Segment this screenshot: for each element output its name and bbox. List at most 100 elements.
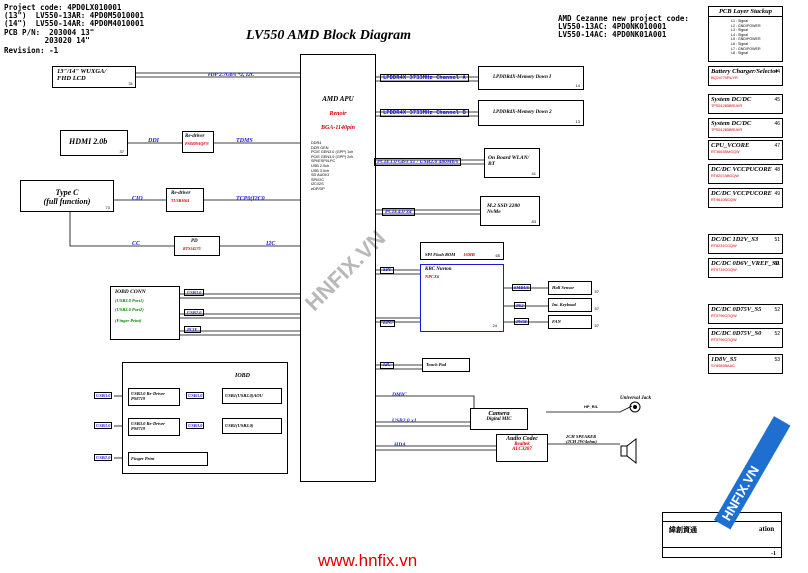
stackup-layer: L5 : GND/POWER xyxy=(731,37,761,42)
dmic-label: Digital MIC xyxy=(486,417,512,422)
project-line-14: (14") LV550-14AR: 4PD0M4010001 xyxy=(4,19,144,28)
lpc-signal: LPC xyxy=(380,320,396,327)
ddi-signal: DDI xyxy=(148,138,160,144)
iobd-conn-label: IOBD CONN xyxy=(115,289,146,295)
pd-part: RTS5457U xyxy=(183,246,202,251)
spi-signal: SPI xyxy=(380,267,394,274)
camera-label: Camera xyxy=(488,410,510,417)
typec-redriver-label: Re-driver xyxy=(171,191,191,196)
stackup-layer: L3 : Signal xyxy=(731,28,748,33)
io-in1-signal: USB3.0 xyxy=(94,392,113,399)
power-title: DC/DC 0D75V_S5 xyxy=(711,306,762,313)
hp-signal: HP_R/L xyxy=(584,404,599,409)
apu-feature: SPI/ESPI/LPC xyxy=(311,159,336,164)
iobd-conn-item-3: (Finger Print) xyxy=(115,318,142,323)
iobd-redriver2-block: USB3.0 Re-Driver PS8719 xyxy=(128,418,180,436)
hdmi-block: HDMI 2.0b 37 xyxy=(60,130,128,156)
codec-label: Audio Codec xyxy=(506,436,538,442)
apu-feature: PCIE GEN3.0 (GPP) 2ch xyxy=(311,154,354,159)
wlan-block: On Board WLAN/ BT 41 xyxy=(484,148,540,178)
amd-project-line3: LV550-14AC: 4PD0NK01A001 xyxy=(558,30,667,39)
ssd-label: M.2 SSD 2280 NvMe xyxy=(487,203,520,215)
apu-feature: DDR GEN xyxy=(311,145,329,150)
company-name: 緯創資通 xyxy=(669,526,697,534)
hda-signal: HDA xyxy=(394,442,406,448)
io-in3-signal: USB2.0 xyxy=(94,454,113,461)
spi-rom-label: SPI Flash ROM xyxy=(425,252,456,257)
mem-a-block: LPDDR4X-Memory Down I 14 xyxy=(478,66,584,90)
apu-feature: I2C/I2S xyxy=(311,182,324,187)
power-part: TPS51285BRUKR xyxy=(711,128,743,132)
i2c-tp-signal: I2C xyxy=(380,362,394,369)
tcp-signal: TCP0(I2C0 xyxy=(236,196,265,202)
io-usb1-signal: USB3.0 xyxy=(186,392,205,399)
codec-vendor: Realtek xyxy=(514,442,530,447)
hdmi-redriver-block: Re-driver PS8409AQFN xyxy=(182,131,214,153)
power-title: CPU_VCORE xyxy=(711,142,750,149)
power-page-num: 48 xyxy=(774,167,780,173)
mem-b-block: LPDDR4X-Memory Down 2 13 xyxy=(478,100,584,126)
typec-redriver-block: Re-driver TUSB1064 xyxy=(166,188,204,212)
stackup-layer: L1 : Signal xyxy=(731,19,748,23)
stackup-layer: L4 : Signal xyxy=(731,32,748,37)
iobd-port2-block: USB1(USB3.0) xyxy=(222,418,282,434)
touchpad-label: Touch Pad xyxy=(426,362,446,367)
io-usb2-signal: USB3.0 xyxy=(186,422,205,429)
power-page-num: 45 xyxy=(774,97,780,103)
pcie-fp-signal: PCIE xyxy=(184,326,201,333)
power-part: RT8207ABGQW xyxy=(711,174,739,178)
power-page-num: 51 xyxy=(774,237,780,243)
apu-feature: DDR4 xyxy=(311,141,322,145)
stackup-layer: L8 : Signal xyxy=(731,51,748,56)
usb30-b-signal: USB2.0 xyxy=(184,309,205,316)
url-watermark: www.hnfix.vn xyxy=(318,551,418,570)
kbc-part: NPCX6 xyxy=(425,274,440,279)
power-page-num: 44 xyxy=(774,69,780,75)
power-part: RT8231CGQW xyxy=(711,244,737,248)
amd-project-line1: AMD Cezanne new project code: xyxy=(558,14,689,23)
edp-signal: eDP 2.7Gb/s *2, I2C xyxy=(208,72,255,78)
kbd-block: Int. Keyboad 57 xyxy=(548,298,599,312)
power-part: SY8089BAAC xyxy=(711,364,735,368)
apu-feature: USB 3.0ch xyxy=(311,168,330,173)
iobd-conn-item-1: (USB3.0 Port1) xyxy=(115,298,144,303)
iobd-port1-label: USB1(USB3.0)AOU xyxy=(225,393,263,398)
power-part: RT5796CGQW xyxy=(711,314,737,318)
project-code: Project code: 4PD0LX010001 xyxy=(4,3,122,12)
speaker-label: 2CH SPEAKER (2CH 2W/4ohm) xyxy=(566,434,597,444)
power-page-num: 51 xyxy=(774,261,780,267)
cio-signal: CIO xyxy=(132,196,143,202)
footer-rev: -1 xyxy=(771,551,776,557)
cc-signal: CC xyxy=(132,241,141,247)
power-page-num: 52 xyxy=(774,331,780,337)
kbd-label: Int. Keyboad xyxy=(552,302,576,307)
kbc-block: KBC Nuvton NPCX6 24 xyxy=(420,264,504,332)
project-line-13: (13") LV550-13AR: 4PD0M5010001 xyxy=(4,11,144,20)
apu-feature: PCIE GEN3.0 (GPP) 1ch xyxy=(311,150,354,155)
power-title: Battery Charger/Selector xyxy=(711,68,778,75)
apu-package: BGA-1140pin xyxy=(320,125,355,131)
hall-block: Hall Sensor 57 xyxy=(548,281,599,295)
power-part: RT5796CGQW xyxy=(711,338,737,342)
fingerprint-label: Finger Print xyxy=(131,456,155,461)
typec-block: Type C (full function) 73 xyxy=(20,180,114,212)
stackup-layer: L2 : GND/POWER xyxy=(731,23,761,28)
hdmi-redriver-part: PS8409AQFN xyxy=(185,141,209,146)
power-page-num: 49 xyxy=(774,191,780,197)
stackup-layer: L7 : GND/POWER xyxy=(731,46,761,51)
power-part: TPS51285BRUKR xyxy=(711,104,743,108)
mem-b-label: LPDDR4X-Memory Down 2 xyxy=(493,110,552,115)
iobd-redriver1-label: USB3.0 Re-Driver PS8719 xyxy=(131,391,165,401)
apu-name: AMD APU xyxy=(322,95,354,103)
lpddr-b-signal: LPDDR4X 3733MHz Channel B xyxy=(380,109,469,117)
tdms-signal: TDMS xyxy=(236,138,253,144)
